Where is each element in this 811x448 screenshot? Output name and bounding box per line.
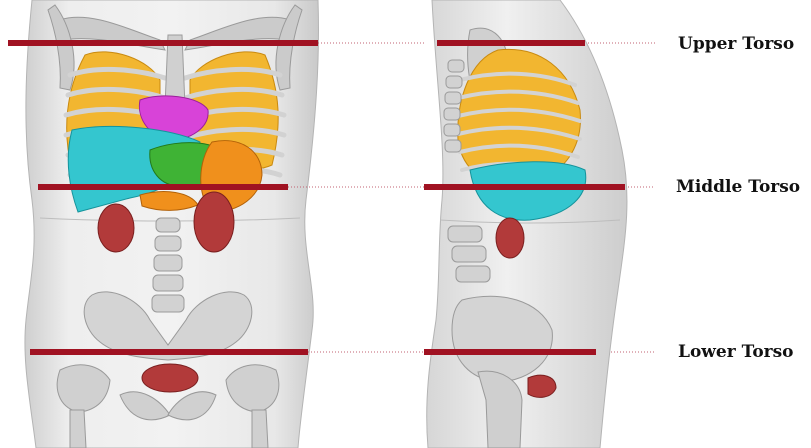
front-kidney-right bbox=[98, 204, 134, 252]
side-kidney bbox=[496, 218, 524, 258]
label-lower-torso: Lower Torso bbox=[678, 342, 794, 362]
side-bladder bbox=[528, 375, 556, 397]
label-middle-torso: Middle Torso bbox=[676, 177, 800, 197]
label-upper-torso: Upper Torso bbox=[678, 34, 794, 54]
front-view bbox=[8, 0, 319, 448]
front-bladder bbox=[142, 364, 198, 392]
side-view bbox=[424, 0, 627, 448]
front-kidney-left bbox=[194, 192, 234, 252]
